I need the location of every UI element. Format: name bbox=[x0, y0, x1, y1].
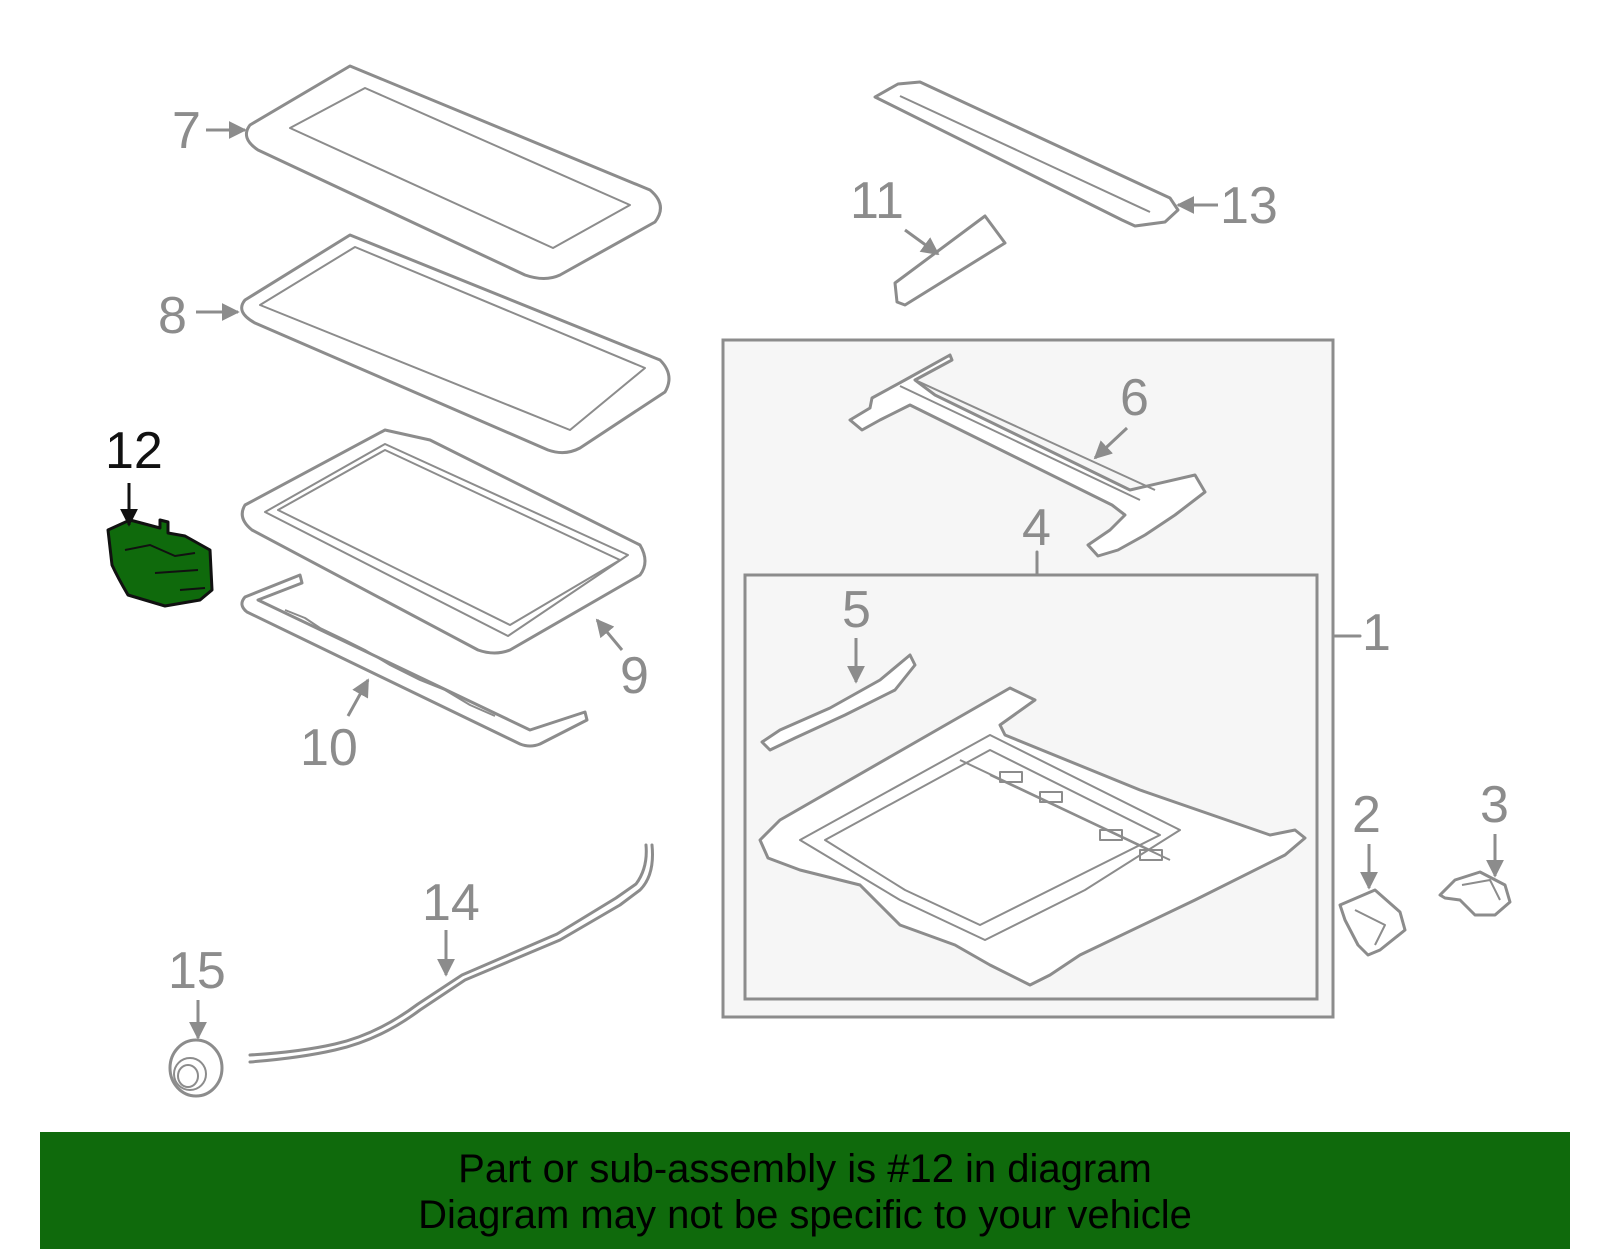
callout-4: 4 bbox=[1022, 499, 1051, 557]
callout-12: 12 bbox=[105, 422, 163, 480]
callout-2: 2 bbox=[1352, 786, 1381, 844]
part-4-frame[interactable] bbox=[758, 686, 1307, 987]
part-11-bracket[interactable] bbox=[893, 214, 1007, 307]
part-13-front-rail[interactable] bbox=[873, 80, 1180, 228]
callout-5: 5 bbox=[842, 581, 871, 639]
callout-3: 3 bbox=[1480, 776, 1509, 834]
arrow-9 bbox=[595, 618, 624, 651]
callout-15: 15 bbox=[168, 942, 226, 1000]
callout-1: 1 bbox=[1362, 604, 1391, 662]
part-3-bracket[interactable] bbox=[1438, 870, 1512, 917]
part-6-cross-member[interactable] bbox=[848, 353, 1207, 558]
part-10-track[interactable] bbox=[240, 573, 589, 748]
callout-13: 13 bbox=[1220, 177, 1278, 235]
part-15-grommet[interactable] bbox=[168, 1038, 224, 1098]
callout-7: 7 bbox=[172, 102, 201, 160]
callout-8: 8 bbox=[158, 287, 187, 345]
arrow-11 bbox=[904, 228, 940, 256]
callout-9: 9 bbox=[620, 647, 649, 705]
banner-line-2: Diagram may not be specific to your vehi… bbox=[418, 1193, 1192, 1237]
arrow-6 bbox=[1093, 426, 1129, 460]
callout-6: 6 bbox=[1120, 369, 1149, 427]
callout-10: 10 bbox=[300, 719, 358, 777]
part-2-bracket[interactable] bbox=[1338, 888, 1407, 957]
part-7-glass-panel[interactable] bbox=[244, 64, 662, 280]
part-8-seal[interactable] bbox=[240, 233, 671, 455]
arrow-10 bbox=[346, 678, 370, 717]
part-14-drain-hose[interactable] bbox=[248, 843, 654, 1064]
part-9-frame[interactable] bbox=[240, 428, 647, 655]
part-12-sunroof-motor[interactable] bbox=[106, 518, 214, 608]
banner-line-1: Part or sub-assembly is #12 in diagram bbox=[458, 1147, 1152, 1191]
callout-14: 14 bbox=[422, 874, 480, 932]
callout-11: 11 bbox=[850, 172, 904, 230]
disclaimer-banner: Part or sub-assembly is #12 in diagram D… bbox=[40, 1132, 1570, 1249]
part-5-bracket[interactable] bbox=[760, 653, 917, 752]
